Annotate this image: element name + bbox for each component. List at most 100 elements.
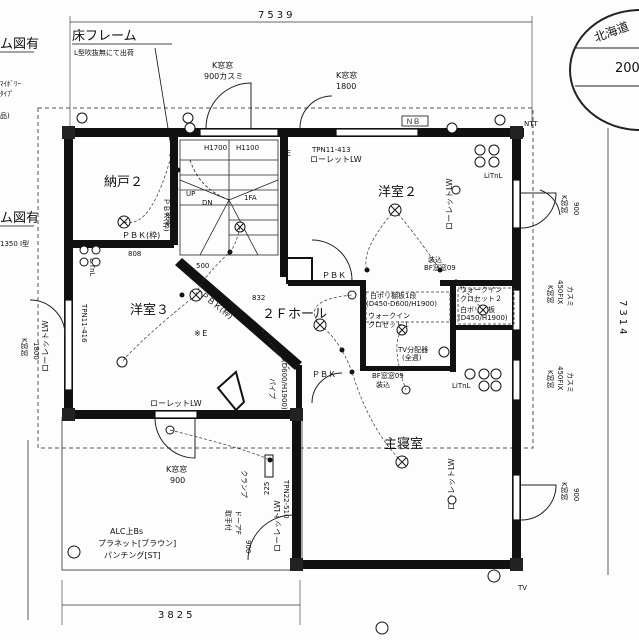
label-alc-1: ALC上Bs	[110, 527, 143, 536]
label-bf-2b: 装込	[376, 380, 390, 389]
room-nando: 納戸２	[104, 175, 143, 190]
label-shelf-1: 白ボリ棚板1段	[370, 291, 416, 300]
win-bottom-mid: K窓窓	[166, 464, 187, 474]
label-bf-1: BF窓窓09	[424, 263, 456, 272]
win-right-2c: カスミ	[566, 286, 574, 307]
label-832: 832	[252, 294, 265, 302]
win-right-3: K窓窓	[546, 370, 555, 389]
win-top-left-2: 900カスミ	[204, 72, 243, 81]
label-alc-2: プラネット[ブラウン]	[98, 538, 176, 548]
switch-icons	[169, 152, 459, 463]
label-808: 808	[128, 250, 141, 258]
label-shelf-1b: (D450-D600/H1900)	[366, 300, 437, 308]
dim-right-total: 7314	[617, 300, 628, 337]
wiring-arcs	[121, 159, 484, 463]
label-roll-top: ローレットLW	[310, 155, 362, 164]
windows	[64, 128, 521, 521]
label-handle: 取手付	[224, 510, 233, 531]
label-litnl-2: LiTnL	[452, 382, 471, 390]
win-right-3c: カスミ	[566, 372, 574, 393]
room-2f-hall: ２Ｆホール	[262, 307, 327, 322]
frame-diagram-note-2: ム図有	[0, 211, 39, 226]
dim-225: 225	[263, 482, 271, 495]
frame-note-4: 1350 I型	[0, 239, 29, 248]
dim-top-total: 7539	[258, 10, 295, 21]
label-roll-bottom2: ローレットLW	[273, 500, 282, 552]
label-litnl-1: LiTnL	[484, 172, 503, 180]
label-tv-panel-b: (全週)	[402, 353, 422, 362]
win-left-1: K窓窓	[20, 338, 29, 357]
stamp-text-2: 200	[615, 61, 639, 76]
room-walkin-1b: クロセット１	[368, 321, 410, 329]
win-right-1: K窓窓	[560, 195, 569, 214]
label-ntt: NTT	[524, 120, 538, 128]
win-right-1b: 900	[572, 202, 580, 215]
floor-frame-note: L型吹抜無にて出荷	[74, 48, 134, 57]
label-tv-panel: TV分配器	[397, 345, 428, 354]
balcony-drain	[264, 454, 274, 478]
room-walkin-2a: ウォークイン	[460, 286, 502, 294]
win-right-3b: 450FIX	[556, 366, 564, 390]
label-clamp: クランプ	[240, 470, 248, 498]
win-top-left-1: K窓窓	[212, 60, 233, 70]
label-roll-left: ローレットLW	[41, 320, 50, 372]
label-tpn-left: TPN11-416	[80, 303, 88, 343]
label-bf-2: BF窓窓09	[372, 371, 404, 380]
win-top-right-1: K窓窓	[336, 70, 357, 80]
win-right-2b: 450FIX	[556, 280, 564, 304]
approval-stamp	[569, 9, 639, 131]
label-handle-b: ドーアF	[234, 510, 242, 535]
stair-up: UP	[186, 190, 195, 198]
label-roll-right: ローレットLW	[445, 178, 454, 230]
label-pbk-1: ＰＢＫ(枠)	[122, 230, 160, 240]
win-right-4b: 900	[572, 488, 580, 501]
win-right-2: K窓窓	[546, 285, 555, 304]
label-nb: ＮＢ	[406, 118, 420, 126]
label-bf-1b: 装込	[428, 255, 442, 264]
win-left-1b: 1800	[32, 342, 40, 360]
stair-1fa: 1FA	[244, 194, 257, 202]
room-walkin-2b: クロセット２	[460, 295, 502, 303]
door-swings	[29, 82, 561, 561]
label-pbk-5: ＰＢＫ	[312, 370, 336, 379]
label-pbk-2: ＰＢＫ(枠)	[162, 198, 171, 232]
frame-note-3: 品)	[0, 112, 10, 120]
label-866: 866	[164, 212, 172, 226]
win-right-4: K窓窓	[560, 482, 569, 501]
label-tpn22: TPN22-510	[282, 479, 290, 519]
frame-note-2: ﾀｲﾌﾟ	[0, 90, 14, 98]
frame-note-1: ﾏｲﾎﾞﾘｰ	[0, 80, 21, 88]
stair-h1700: H1700	[204, 144, 227, 152]
label-500: 500	[196, 262, 209, 270]
wall-columns	[62, 126, 523, 571]
balcony-bracket	[216, 370, 246, 412]
stair-dn: DN	[202, 199, 213, 207]
frame-diagram-note-1: ム図有	[0, 37, 39, 52]
label-alc-3: パンチング[ST]	[104, 550, 161, 560]
label-pipe-b: (D600/H1900)	[280, 360, 288, 410]
win-bottom-mid-b: 900	[170, 476, 185, 485]
label-pipe: パイプ	[268, 378, 276, 399]
floor-frame-title: 床フレーム	[72, 29, 137, 44]
label-shelf-2b: (D450/H1900)	[458, 314, 508, 322]
staircase	[179, 139, 279, 256]
label-shelf-2: 白ボリ棚板	[460, 305, 495, 314]
label-roll-bottom: ローレットLW	[150, 399, 202, 408]
stair-h1100: H1100	[236, 144, 259, 152]
dim-bottom-left: 3825	[158, 610, 195, 621]
nb-box	[401, 115, 429, 127]
room-yoshitsu3: 洋室３	[130, 302, 169, 318]
building-outline	[37, 107, 534, 449]
win-top-right-2: 1800	[336, 82, 356, 91]
closet-shelves	[261, 287, 515, 371]
room-master-bedroom: 主寝室	[384, 436, 423, 452]
label-pbk-4: ＰＢＫ	[322, 271, 346, 280]
label-e: E	[286, 149, 291, 158]
label-litnl-3: LiTnL	[88, 258, 96, 277]
label-tpn-top: TPN11-413	[311, 146, 351, 154]
label-handle-c: 900	[244, 540, 252, 553]
room-yoshitsu2: 洋室２	[378, 184, 417, 200]
label-roll-right2: ローレットLW	[447, 458, 456, 510]
